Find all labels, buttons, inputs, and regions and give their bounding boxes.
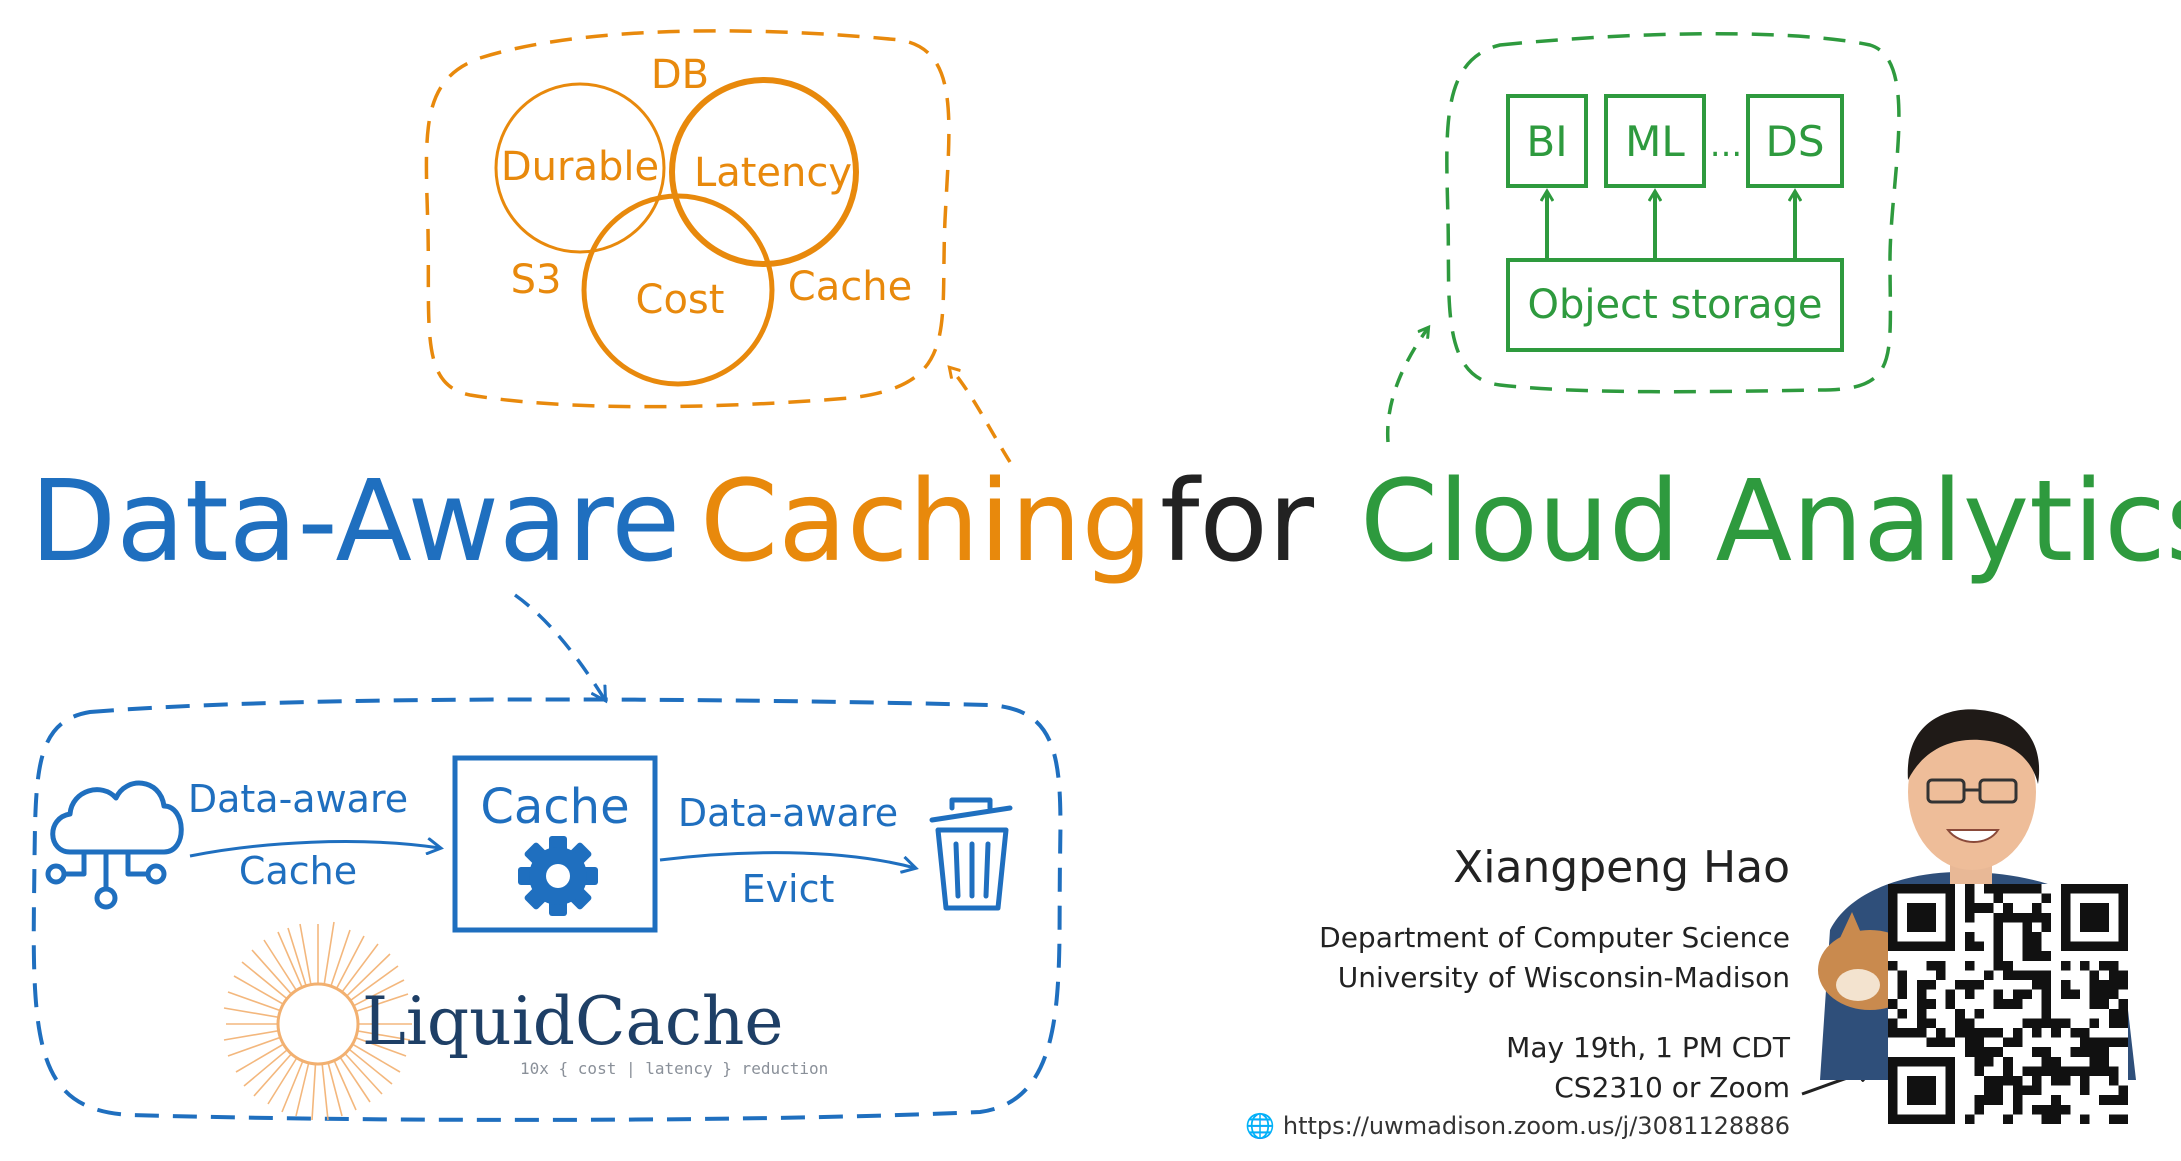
cache-box <box>452 755 658 933</box>
analytics-dashed-border <box>1445 32 1901 394</box>
gear-icon <box>518 836 598 916</box>
app-box-bi <box>1506 94 1588 188</box>
liquidcache-logo: LiquidCache 10x { cost | latency } reduc… <box>223 921 828 1121</box>
trash-can-icon <box>929 797 1013 911</box>
zoom-link-text[interactable]: https://uwmadison.zoom.us/j/3081128886 <box>1282 1112 1790 1140</box>
app-label-bi: BI <box>1526 117 1567 166</box>
logo-wordmark: LiquidCache <box>362 983 783 1060</box>
photo-face <box>1908 714 2036 870</box>
venn-dashed-border <box>424 29 951 409</box>
evict-label-top: Data-aware <box>678 791 898 835</box>
speaker-name: Xiangpeng Hao <box>1453 842 1790 893</box>
app-box-ml <box>1604 94 1706 188</box>
app-box-ds <box>1746 94 1844 188</box>
cloud-network-icon <box>45 780 184 910</box>
title-data-aware: Data-Aware <box>30 457 680 587</box>
venn-label-cost: Cost <box>636 277 725 323</box>
speaker-info: Xiangpeng Hao Department of Computer Sci… <box>1240 840 1790 1144</box>
venn-label-s3: S3 <box>511 257 562 303</box>
app-ellipsis: ... <box>1710 125 1742 165</box>
object-storage-box <box>1506 258 1844 352</box>
app-label-ml: ML <box>1625 117 1685 166</box>
ingest-label-bottom: Cache <box>239 849 357 893</box>
speaker-department: Department of Computer Science <box>1319 921 1790 954</box>
object-storage-label: Object storage <box>1528 282 1823 328</box>
evict-arrow <box>659 851 915 868</box>
analytics-connector-arrow <box>1385 328 1428 443</box>
app-label-ds: DS <box>1765 117 1824 166</box>
globe-icon: 🌐 <box>1245 1112 1275 1140</box>
title-caching: Caching <box>700 457 1153 587</box>
cache-dashed-border <box>31 697 1063 1122</box>
photo-hair <box>1907 709 2040 784</box>
venn-circle-cost <box>581 193 775 387</box>
title-to-cache-arrow <box>513 593 605 700</box>
qr-code-icon[interactable] <box>1888 884 2128 1124</box>
speaker-university: University of Wisconsin-Madison <box>1337 961 1790 994</box>
analytics-panel: BI ML ... DS Object storage <box>1385 32 1901 443</box>
ingest-label-top: Data-aware <box>188 777 408 821</box>
venn-panel: DB Durable Latency Cost S3 Cache <box>424 29 1012 463</box>
venn-label-latency: Latency <box>694 150 852 196</box>
venn-connector-arrow <box>950 368 1012 463</box>
logo-sun-core <box>278 984 358 1064</box>
venn-label-db: DB <box>651 52 709 98</box>
talk-location: CS2310 or Zoom <box>1554 1071 1790 1104</box>
zoom-link[interactable]: 🌐https://uwmadison.zoom.us/j/3081128886 <box>1240 1108 1790 1144</box>
photo-glasses <box>1926 778 2018 804</box>
cache-panel: Data-aware Cache Cache Data-aware Evict <box>31 593 1063 1122</box>
cache-box-label: Cache <box>480 779 629 835</box>
venn-label-durable: Durable <box>501 144 659 190</box>
logo-tagline: 10x { cost | latency } reduction <box>520 1059 828 1078</box>
title-cloud-analytics: Cloud Analytics <box>1360 457 2181 587</box>
evict-label-bottom: Evict <box>742 867 835 911</box>
venn-label-cache: Cache <box>788 264 912 310</box>
venn-circle-latency <box>669 77 859 267</box>
logo-sun-ring <box>276 982 360 1066</box>
venn-circle-durable <box>494 82 666 254</box>
title-for: for <box>1160 457 1315 587</box>
talk-date: May 19th, 1 PM CDT <box>1506 1031 1790 1064</box>
ingest-arrow <box>189 842 440 858</box>
